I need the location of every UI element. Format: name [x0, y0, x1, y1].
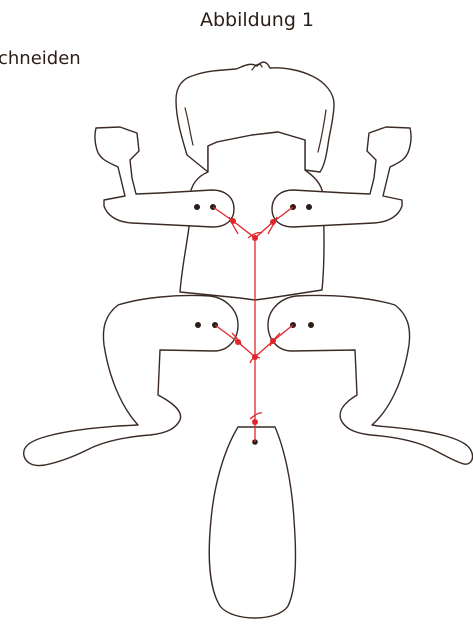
puppet-left-leg: [24, 295, 238, 465]
puppet-right-leg: [268, 295, 473, 464]
puppet-lower-piece: [209, 427, 295, 618]
